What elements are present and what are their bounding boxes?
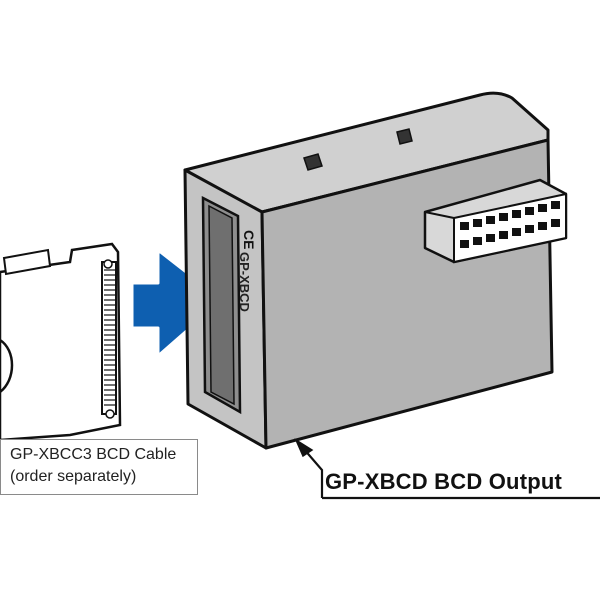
module-label: GP-XBCD BCD Output xyxy=(325,469,563,494)
side-marking: GP-XBCD xyxy=(237,252,252,312)
cable-caption-line1: GP-XBCC3 BCD Cable xyxy=(10,446,177,463)
cable-connector xyxy=(0,242,122,442)
ce-mark-icon: CE xyxy=(241,230,257,249)
connector-pins-icon xyxy=(423,178,568,264)
cable-caption-line2: (order separately) xyxy=(10,468,137,485)
module-leader-line xyxy=(294,438,600,500)
cable-caption: GP-XBCC3 BCD Cable (order separately) xyxy=(0,439,198,495)
